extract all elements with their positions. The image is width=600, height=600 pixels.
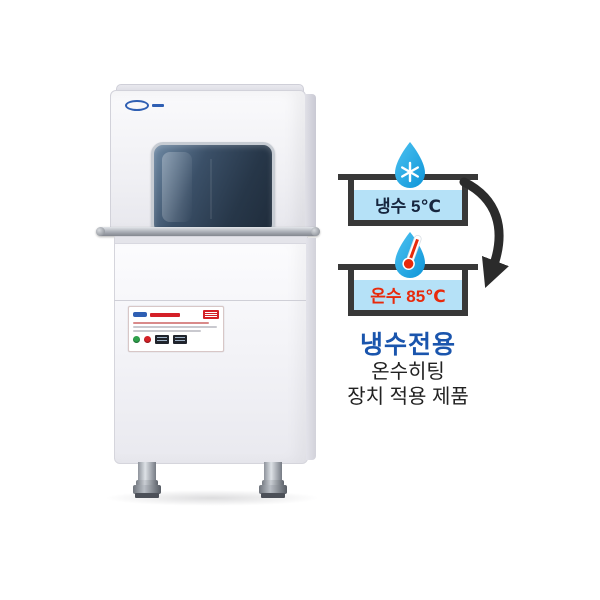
caption-title: 냉수전용	[359, 331, 456, 359]
machine-leg-right	[259, 462, 287, 500]
panel-instruction-lines	[133, 322, 219, 332]
caption-line-2: 장치 적용 제품	[347, 386, 469, 408]
window-rack-line	[210, 159, 212, 219]
cold-water-tank-diagram: 냉수 5℃	[338, 174, 478, 226]
brand-logo-mark	[125, 100, 149, 111]
panel-instruction-chip	[173, 335, 187, 344]
panel-header-row	[133, 310, 219, 319]
curved-down-arrow-icon	[459, 177, 509, 288]
hot-water-fill	[354, 280, 462, 310]
snowflake-icon	[400, 161, 419, 183]
hood-window	[151, 142, 275, 236]
heater-indicator-icon	[144, 336, 151, 343]
thermometer-icon	[402, 234, 422, 271]
panel-instruction-chip	[155, 335, 169, 344]
window-glare	[162, 152, 192, 222]
panel-brand-mark	[133, 312, 147, 317]
caption-line-1: 온수히팅	[371, 361, 445, 383]
panel-warning-box	[203, 310, 219, 319]
brand-logo	[125, 100, 164, 111]
control-panel-label	[128, 306, 224, 352]
body-seam-line	[114, 300, 306, 301]
panel-controls-row	[133, 335, 219, 344]
water-drop-thermometer-icon	[395, 232, 425, 278]
brand-logo-text-mark	[152, 104, 164, 107]
caption-block: 냉수전용 온수히팅 장치 적용 제품	[320, 330, 496, 410]
hood-handle	[96, 227, 320, 236]
power-indicator-icon	[133, 336, 140, 343]
floor-shadow	[104, 490, 320, 506]
hot-tank-label: 온수 85℃	[370, 287, 446, 306]
water-drop-snowflake-icon	[395, 142, 425, 188]
cold-water-fill	[354, 190, 462, 220]
cold-tank-label: 냉수 5℃	[375, 197, 441, 216]
machine-leg-left	[133, 462, 161, 500]
dishwasher-hood	[110, 90, 306, 236]
machine-body-side-panel	[306, 238, 316, 460]
panel-title-mark	[150, 312, 180, 317]
hood-side-panel	[305, 94, 316, 230]
